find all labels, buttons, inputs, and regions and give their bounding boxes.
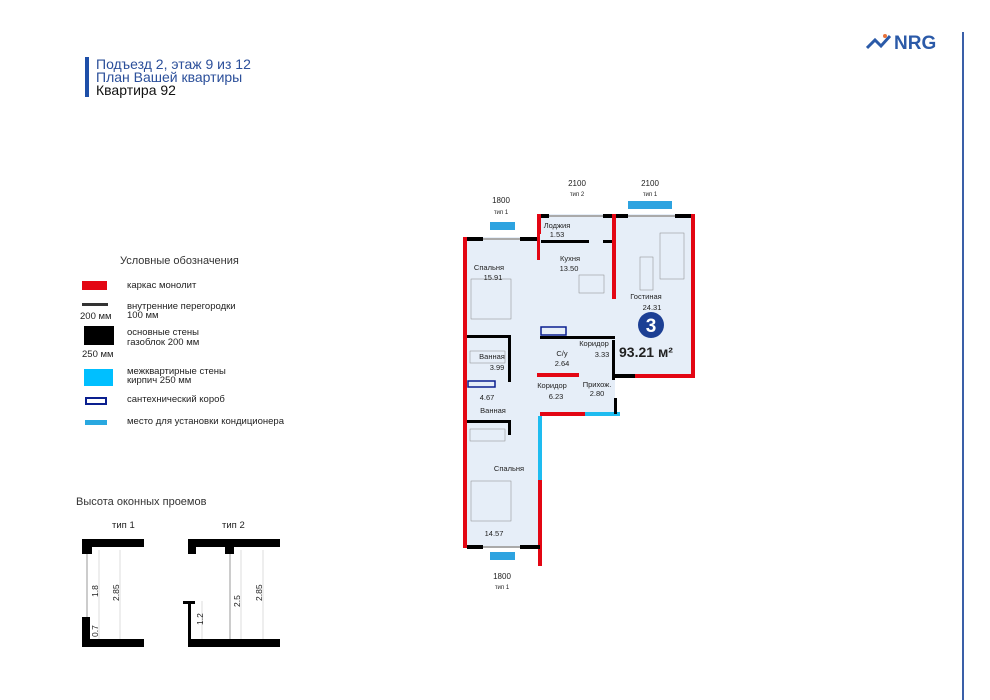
legend-swatch-monolith xyxy=(82,281,107,290)
room-name: Гостиная xyxy=(630,292,661,301)
apartment-number: Квартира 92 xyxy=(96,82,176,98)
room-area: 4.67 xyxy=(480,393,495,402)
room-area: 13.50 xyxy=(560,264,579,273)
room-name: С/у xyxy=(556,349,568,358)
room-name: Ванная xyxy=(479,352,505,361)
room-name: Лоджия xyxy=(544,221,571,230)
legend-label-main-walls-1: основные стены xyxy=(127,327,199,338)
windows xyxy=(483,215,675,548)
room-area: 2.80 xyxy=(590,389,605,398)
logo-mark-icon: NRG xyxy=(865,33,936,54)
type1-window: 1.8 xyxy=(90,585,100,597)
monolith-walls xyxy=(463,214,695,566)
type2-window: 2.5 xyxy=(232,595,242,607)
type2-label: тип 2 xyxy=(222,520,245,531)
legend-label-plumbing-box: сантехнический короб xyxy=(127,394,225,405)
room-area: 14.57 xyxy=(485,529,504,538)
type1-total: 2.85 xyxy=(111,584,121,601)
rooms-count: 3 xyxy=(646,316,657,337)
window-heights-title: Высота оконных проемов xyxy=(76,496,207,508)
legend-swatch-plumbing-box xyxy=(85,397,107,405)
legend-label-monolith: каркас монолит xyxy=(127,280,197,291)
legend-label-ac: место для установки кондиционера xyxy=(127,416,284,427)
main-walls xyxy=(467,214,691,549)
legend-swatch-brick-walls xyxy=(84,369,113,386)
room-name: Прихож. xyxy=(583,380,612,389)
svg-text:1800: 1800 xyxy=(493,572,511,581)
room-area: 15.91 xyxy=(484,273,503,282)
type1-sill: 0.7 xyxy=(90,625,100,637)
legend-label-brick-2: кирпич 250 мм xyxy=(127,375,192,386)
legend-swatch-ac xyxy=(85,420,107,425)
window-dimensions: 1800 тип 1 2100 тип 2 2100 тип 1 1800 тип 1 xyxy=(492,179,659,591)
legend-label-brick-1: межквартирные стены xyxy=(127,366,226,377)
room-area: 3.33 xyxy=(595,350,610,359)
ac-places xyxy=(490,201,672,560)
logo: NRG xyxy=(865,32,956,57)
svg-text:1800: 1800 xyxy=(492,196,510,205)
room-area: 3.99 xyxy=(490,363,505,372)
legend-dim-250: 250 мм xyxy=(82,349,114,360)
svg-text:2100: 2100 xyxy=(641,179,659,188)
header-accent-bar xyxy=(85,57,89,97)
type2-sill: 1.2 xyxy=(195,613,205,625)
brick-walls xyxy=(538,412,620,480)
rooms-count-badge xyxy=(638,312,664,338)
room-area: 24.31 xyxy=(643,303,662,312)
room-name: Ванная xyxy=(480,406,506,415)
legend-label-partition-2: 100 мм xyxy=(127,310,159,321)
plan-subtitle: План Вашей квартиры xyxy=(96,69,243,85)
room-name: Спальня xyxy=(494,464,524,473)
total-area: 93.21 м² xyxy=(619,344,673,360)
plumbing-boxes xyxy=(467,326,567,388)
furniture xyxy=(469,232,685,522)
room-name: Кухня xyxy=(560,254,580,263)
legend-label-partition-1: внутренние перегородки xyxy=(127,301,236,312)
svg-text:тип 1: тип 1 xyxy=(494,210,509,216)
page-border-line xyxy=(962,32,964,700)
svg-text:тип 1: тип 1 xyxy=(495,585,510,591)
entrance-floor-text: Подъезд 2, этаж 9 из 12 xyxy=(96,56,251,72)
room-name: Коридор xyxy=(579,339,609,348)
svg-text:тип 1: тип 1 xyxy=(643,192,658,198)
room-area: 1.53 xyxy=(550,230,565,239)
legend-swatch-partition xyxy=(82,303,108,306)
svg-text:2100: 2100 xyxy=(568,179,586,188)
legend-label-main-walls-2: газоблок 200 мм xyxy=(127,337,200,348)
floor-area xyxy=(465,214,692,548)
legend-title: Условные обозначения xyxy=(120,255,239,267)
window-heights-diagram: тип 1 1.8 0.7 2.85 тип 2 1.2 2.5 2.85 xyxy=(82,520,280,647)
logo-text: NRG xyxy=(894,33,936,52)
type1-label: тип 1 xyxy=(112,520,135,531)
legend-dim-200: 200 мм xyxy=(80,311,112,322)
svg-text:тип 2: тип 2 xyxy=(570,192,585,198)
legend-swatch-main-walls xyxy=(84,326,114,345)
room-area: 2.64 xyxy=(555,359,570,368)
type2-total: 2.85 xyxy=(254,584,264,601)
room-area: 6.23 xyxy=(549,392,564,401)
room-name: Спальня xyxy=(474,263,504,272)
room-name: Коридор xyxy=(537,381,567,390)
